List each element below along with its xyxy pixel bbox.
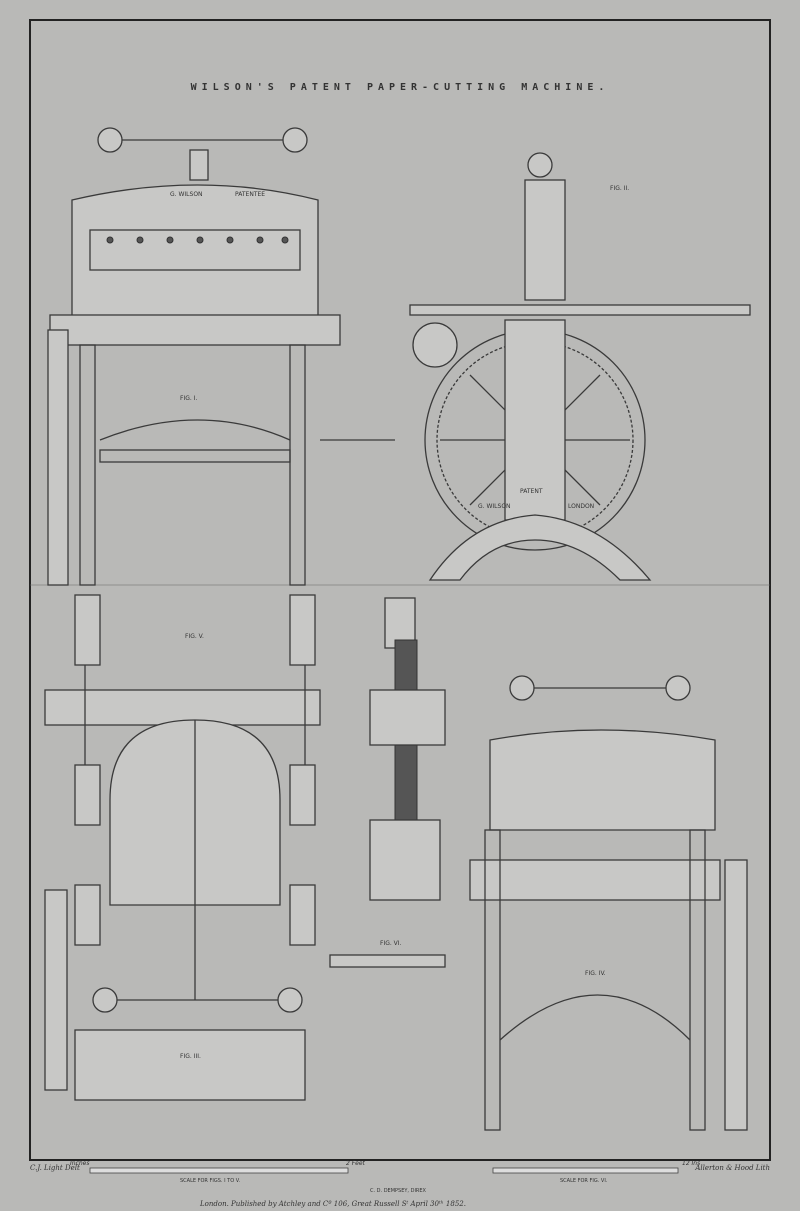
fig2-wheel-right: LONDON (568, 503, 594, 510)
scale-right-end: 12 Ins (682, 1160, 700, 1167)
fig-6-screw-section (329, 597, 446, 968)
fig2-label: FIG. II. (610, 185, 629, 192)
scale-right-caption: SCALE FOR FIG. VI. (560, 1178, 608, 1184)
fig-4-back-elevation (469, 675, 748, 1131)
draughtsman-credit: C.J. Light Delt (30, 1164, 80, 1172)
fig5-label: FIG. V. (185, 633, 204, 640)
fig-2-side-elevation (409, 152, 751, 581)
publisher-line: London. Published by Atchley and Cº 106,… (200, 1200, 466, 1208)
fig-3-plan (44, 719, 316, 1101)
plate-border (29, 19, 771, 1161)
scale-left-caption: SCALE FOR FIGS. I TO V. (180, 1178, 240, 1184)
fig1-label: FIG. I. (180, 395, 197, 402)
scale-left-end: 2 Feet (346, 1160, 366, 1167)
title: WILSON'S PATENT PAPER-CUTTING MACHINE. (190, 82, 610, 93)
fig-1-front-elevation (47, 127, 395, 586)
fig2-wheel-left: G. WILSON (478, 503, 511, 510)
fig3-label: FIG. III. (180, 1053, 201, 1060)
fig1-plate-left: G. WILSON (170, 191, 203, 198)
scale-bar-left (89, 1167, 349, 1174)
lithographer-credit: Allerton & Hood Lith (695, 1164, 770, 1172)
engineer-credit: C. D. DEMPSEY, DIREX (370, 1188, 427, 1194)
fig2-wheel-top: PATENT (520, 488, 543, 495)
scale-left-start: Inches (70, 1160, 90, 1167)
scale-bar-right (492, 1167, 679, 1174)
fig4-label: FIG. IV. (585, 970, 606, 977)
fig1-plate-right: PATENTEE (235, 191, 265, 198)
fig6-label: FIG. VI. (380, 940, 402, 947)
